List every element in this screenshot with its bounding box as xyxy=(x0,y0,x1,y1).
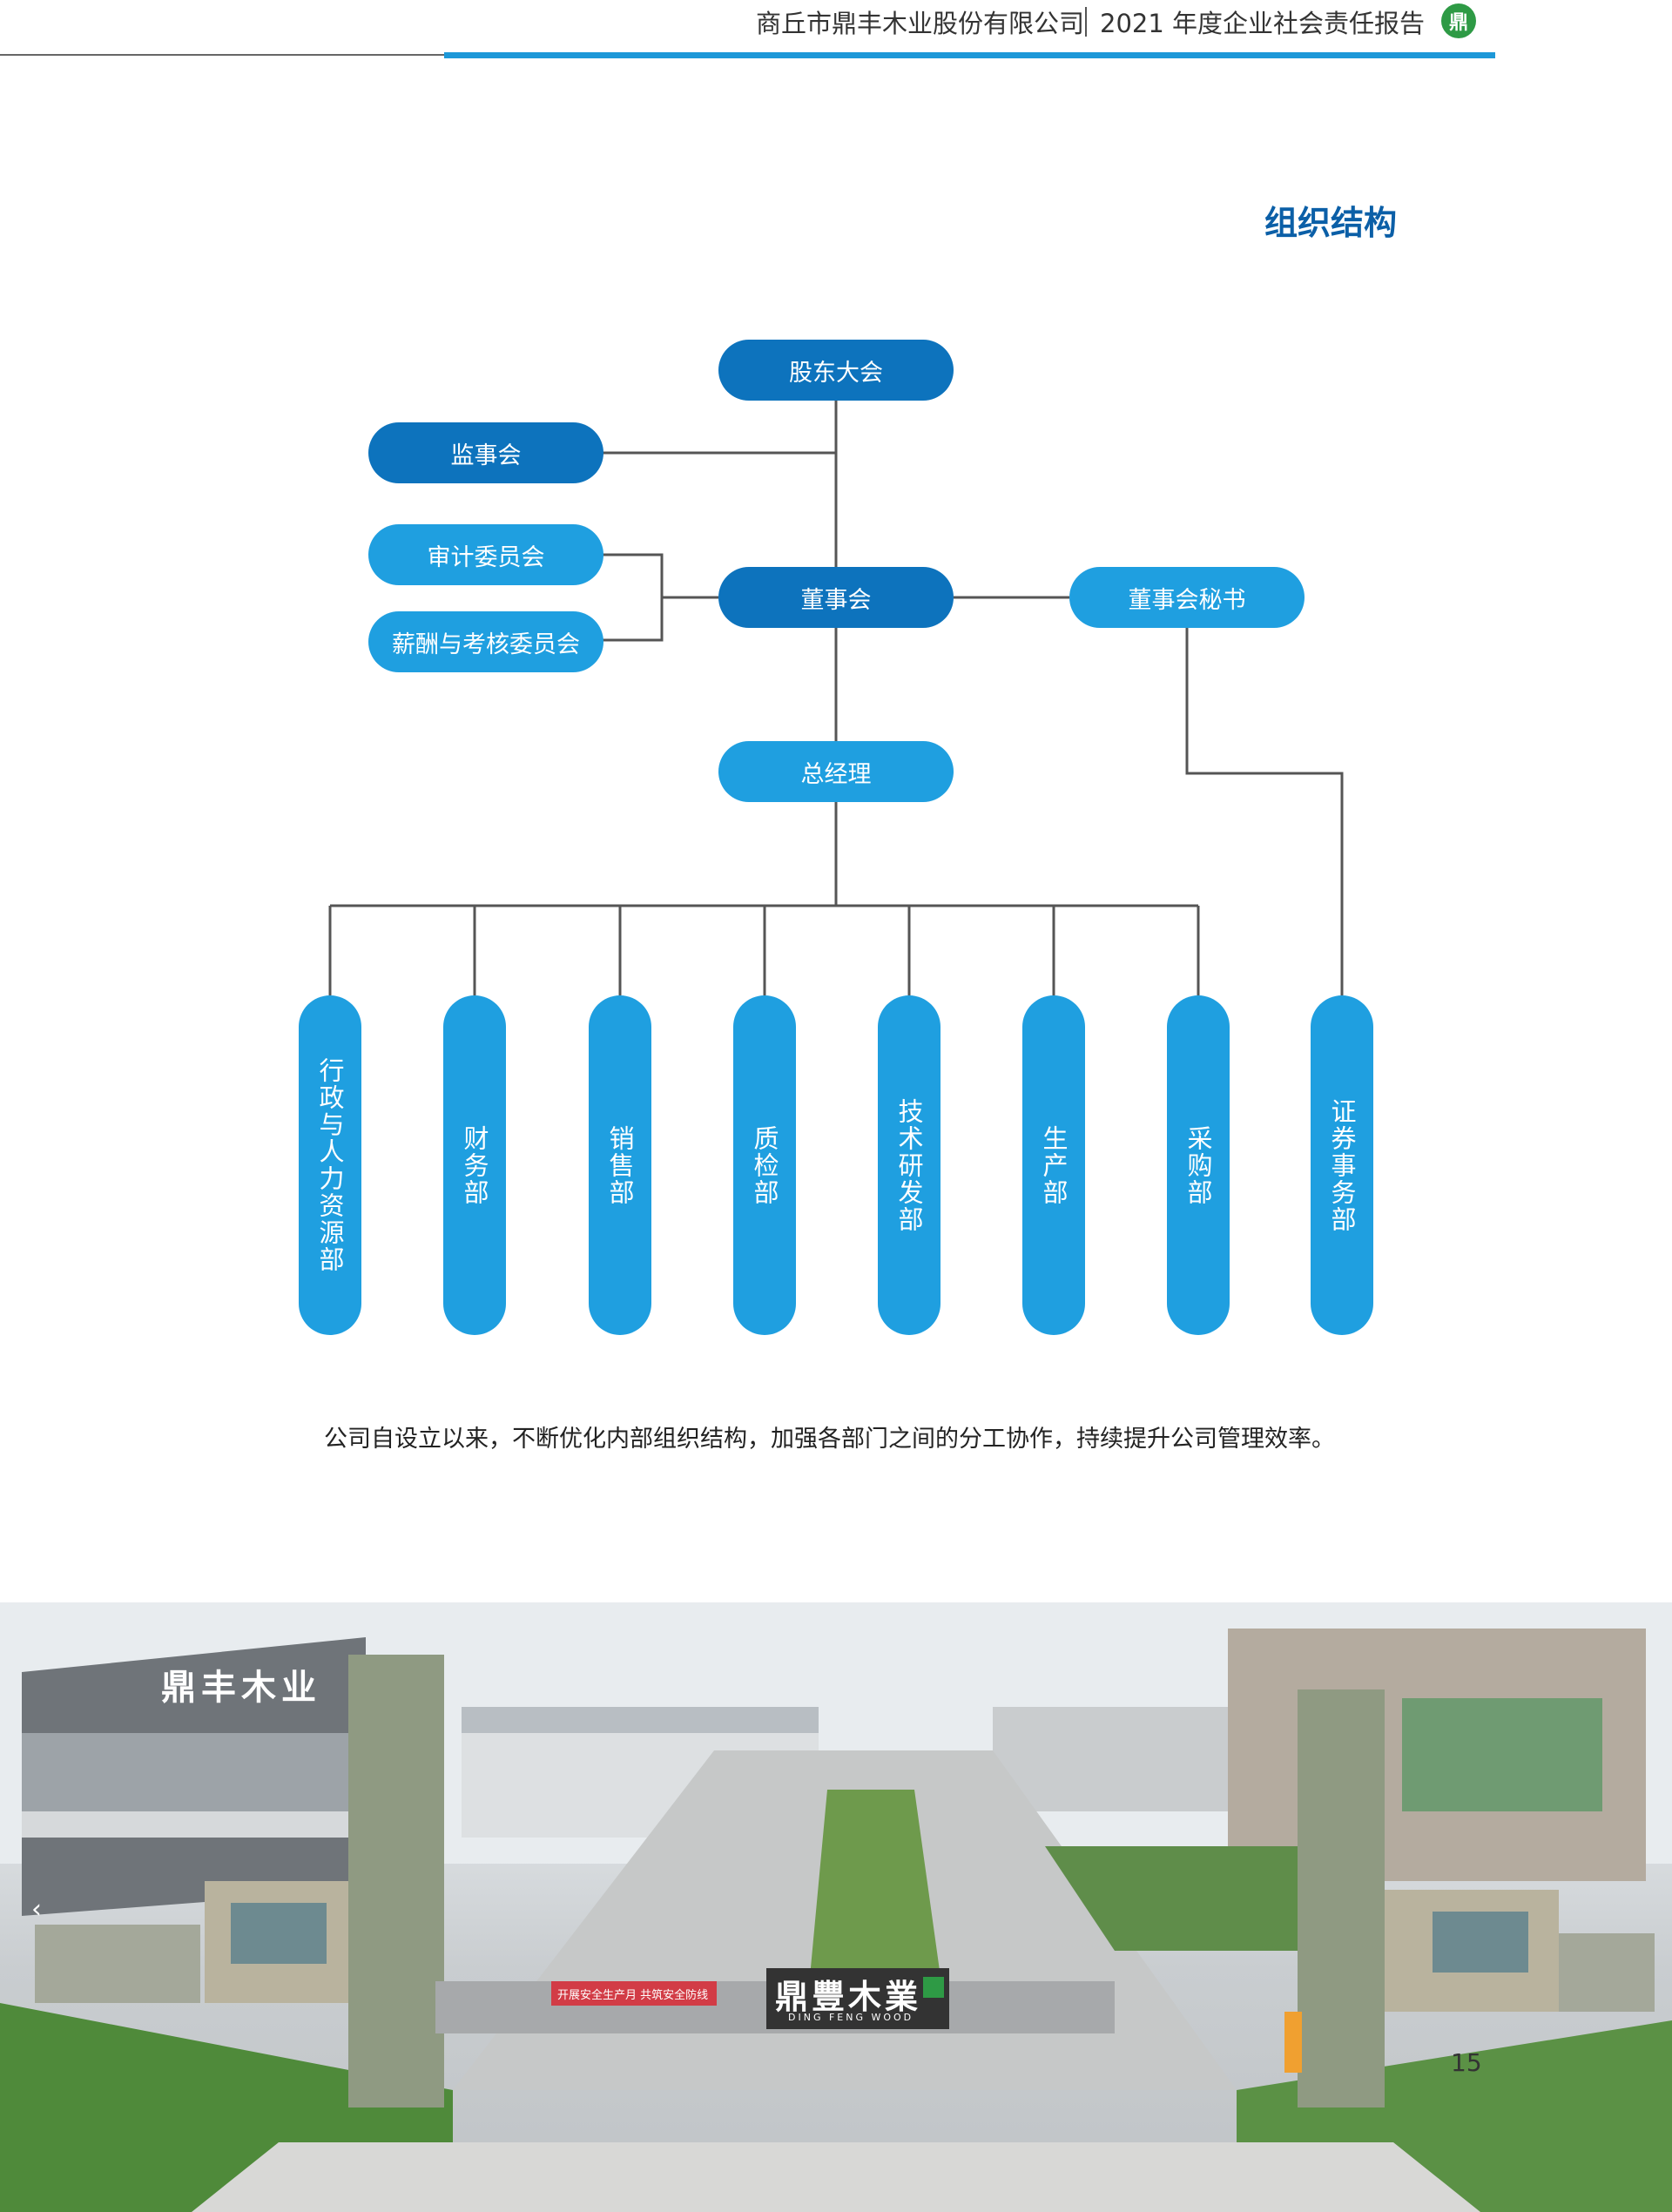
org-chart-connectors xyxy=(328,401,1344,995)
shareholders-meeting-node: 股东大会 xyxy=(718,340,954,401)
report-company-name: 商丘市鼎丰木业股份有限公司 xyxy=(756,9,1085,38)
department-node: 质检部 xyxy=(733,995,796,1335)
department-node: 证券事务部 xyxy=(1311,995,1373,1335)
audit-committee-node: 审计委员会 xyxy=(368,524,603,585)
header-rule-blue xyxy=(444,52,1495,58)
board-secretary-node: 董事会秘书 xyxy=(1069,567,1305,628)
chevron-left-icon[interactable]: ‹ xyxy=(31,1894,42,1925)
factory-photo-illustration xyxy=(0,1602,1672,2212)
board-of-directors-node: 董事会 xyxy=(718,567,954,628)
department-node: 销售部 xyxy=(589,995,651,1335)
company-logo: 鼎 xyxy=(1441,3,1476,38)
department-node: 生产部 xyxy=(1022,995,1085,1335)
factory-gate-photo: 鼎丰木业 鼎豐木業 DING FENG WOOD 开展安全生产月 共筑安全防线 xyxy=(0,1602,1672,2212)
gate-sign-sub: DING FENG WOOD xyxy=(788,2012,914,2023)
supervisory-board-node: 监事会 xyxy=(368,422,603,483)
department-node: 技术研发部 xyxy=(878,995,940,1335)
header-separator xyxy=(1085,7,1087,37)
page-number: 15 xyxy=(1451,2048,1482,2077)
header-rule-gray xyxy=(0,54,444,56)
report-year-title: 2021 年度企业社会责任报告 xyxy=(1100,9,1426,38)
compensation-committee-node: 薪酬与考核委员会 xyxy=(368,611,603,672)
gate-sign: 鼎豐木業 xyxy=(775,1978,922,2016)
general-manager-node: 总经理 xyxy=(718,741,954,802)
org-description: 公司自设立以来，不断优化内部组织结构，加强各部门之间的分工协作，持续提升公司管理… xyxy=(324,1426,1335,1453)
department-node: 采购部 xyxy=(1167,995,1230,1335)
gate-banner: 开展安全生产月 共筑安全防线 xyxy=(557,1989,709,2002)
org-chart: 股东大会 监事会 审计委员会 薪酬与考核委员会 董事会 董事会秘书 总经理 行政… xyxy=(299,340,1373,1335)
department-node: 财务部 xyxy=(443,995,506,1335)
department-node: 行政与人力资源部 xyxy=(299,995,361,1335)
section-title: 组织结构 xyxy=(1264,204,1398,242)
building-sign: 鼎丰木业 xyxy=(161,1668,321,1708)
